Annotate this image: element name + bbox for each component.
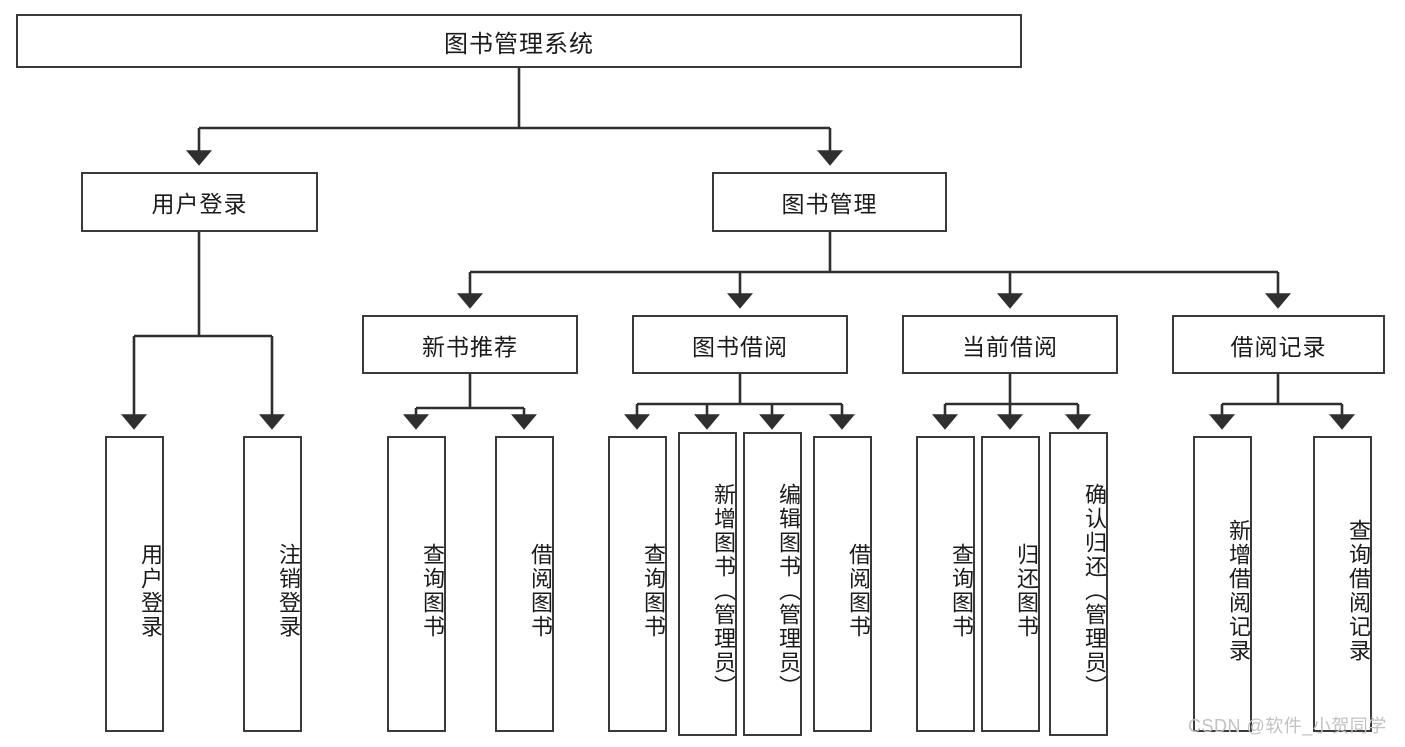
node-root-system[interactable]: 图书管理系统 <box>16 14 1022 68</box>
leaf-user-login-logout[interactable]: 注销登录 <box>243 436 302 732</box>
leaf-current-borrow-confirm-admin[interactable]: 确认归还（管理员） <box>1049 432 1108 736</box>
leaf-book-borrow-edit-admin[interactable]: 编辑图书（管理员） <box>743 432 802 736</box>
leaf-book-borrow-borrow[interactable]: 借阅图书 <box>813 436 872 732</box>
node-user-login[interactable]: 用户登录 <box>81 172 318 232</box>
leaf-current-borrow-return[interactable]: 归还图书 <box>981 436 1040 732</box>
leaf-book-borrow-query[interactable]: 查询图书 <box>608 436 667 732</box>
leaf-user-login-login[interactable]: 用户登录 <box>105 436 164 732</box>
node-new-book-recommend[interactable]: 新书推荐 <box>362 315 578 374</box>
node-current-borrow[interactable]: 当前借阅 <box>902 315 1118 374</box>
node-book-management[interactable]: 图书管理 <box>712 172 947 232</box>
leaf-borrow-record-add[interactable]: 新增借阅记录 <box>1193 436 1252 732</box>
node-borrow-record[interactable]: 借阅记录 <box>1172 315 1385 374</box>
leaf-book-borrow-add-admin[interactable]: 新增图书（管理员） <box>678 432 737 736</box>
leaf-new-book-borrow[interactable]: 借阅图书 <box>495 436 554 732</box>
csdn-watermark: CSDN @软件_小贺同学 <box>1188 716 1387 736</box>
leaf-borrow-record-query[interactable]: 查询借阅记录 <box>1313 436 1372 732</box>
leaf-new-book-query[interactable]: 查询图书 <box>387 436 446 732</box>
leaf-current-borrow-query[interactable]: 查询图书 <box>916 436 975 732</box>
node-book-borrow[interactable]: 图书借阅 <box>632 315 848 374</box>
